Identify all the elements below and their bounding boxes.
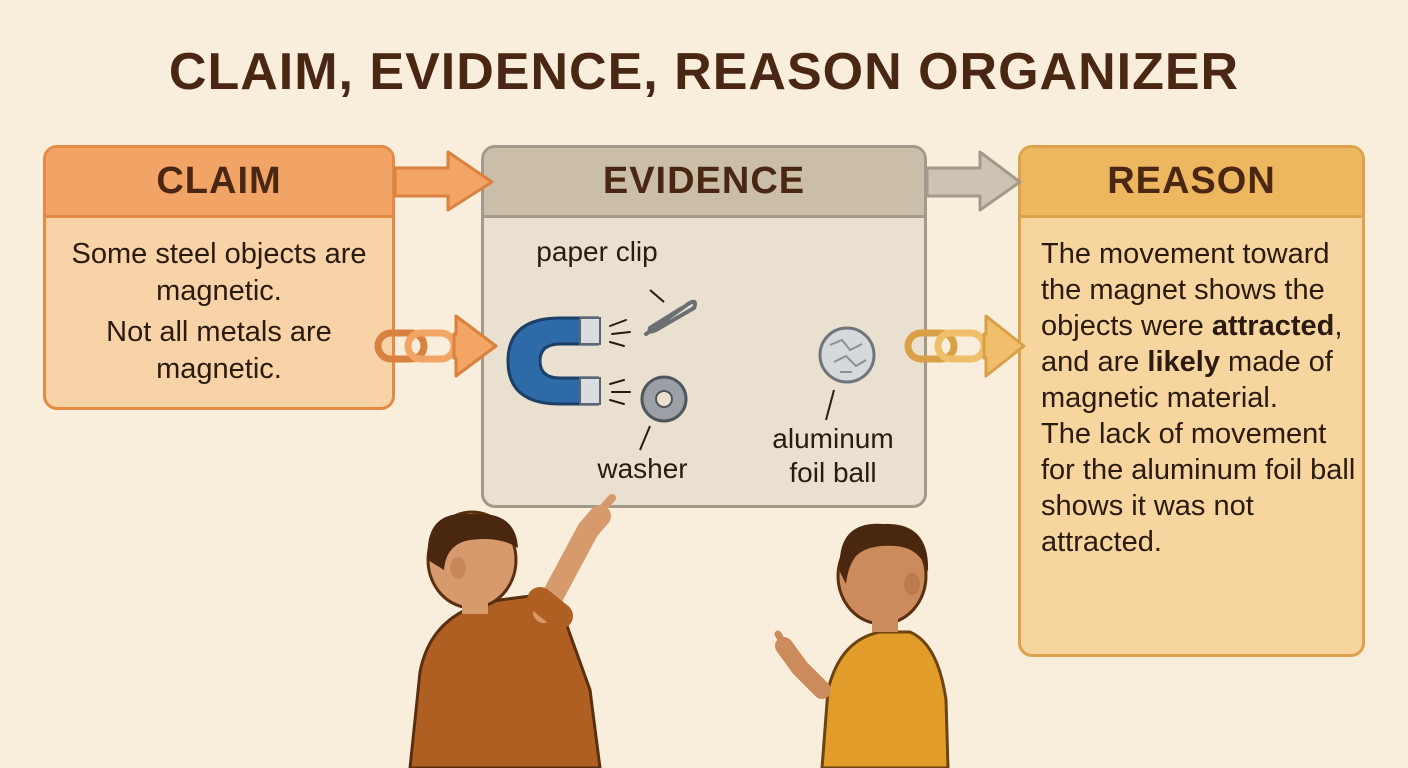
student-looking-icon <box>774 523 950 768</box>
claim-body: Some steel objects are magnetic. Not all… <box>46 218 392 388</box>
washer-label: washer <box>597 453 688 484</box>
chain-link-icon-left <box>374 314 498 378</box>
arrow-claim-to-evidence <box>393 150 494 212</box>
chain-link-icon-right <box>904 314 1026 378</box>
paper-clip-icon <box>644 289 698 336</box>
claim-heading: CLAIM <box>46 148 392 218</box>
arrow-evidence-to-reason <box>925 150 1022 212</box>
reason-emphasis-attracted: attracted <box>1211 310 1335 342</box>
evidence-heading: EVIDENCE <box>484 148 924 218</box>
washer-icon <box>639 375 688 451</box>
claim-card: CLAIM Some steel objects are magnetic. N… <box>43 145 395 410</box>
horseshoe-magnet-icon <box>506 316 631 406</box>
foil-ball-label: aluminum foil ball <box>772 423 894 488</box>
reason-body: The movement toward the magnet shows the… <box>1021 218 1362 560</box>
claim-line-2: Not all metals are magnetic. <box>106 316 332 385</box>
reason-emphasis-likely: likely <box>1147 346 1220 378</box>
reason-heading: REASON <box>1021 148 1362 218</box>
reason-card: REASON The movement toward the magnet sh… <box>1018 145 1365 657</box>
reason-paragraph-2: The lack of movement for the aluminum fo… <box>1041 418 1356 558</box>
claim-line-1: Some steel objects are magnetic. <box>71 238 367 307</box>
student-pointing-icon <box>408 494 616 768</box>
foil-ball-icon <box>818 326 876 421</box>
reason-paragraph-1: The movement toward the magnet shows the… <box>1041 238 1343 414</box>
page-title: CLAIM, EVIDENCE, REASON ORGANIZER <box>168 43 1240 101</box>
paper-clip-label: paper clip <box>536 236 658 267</box>
